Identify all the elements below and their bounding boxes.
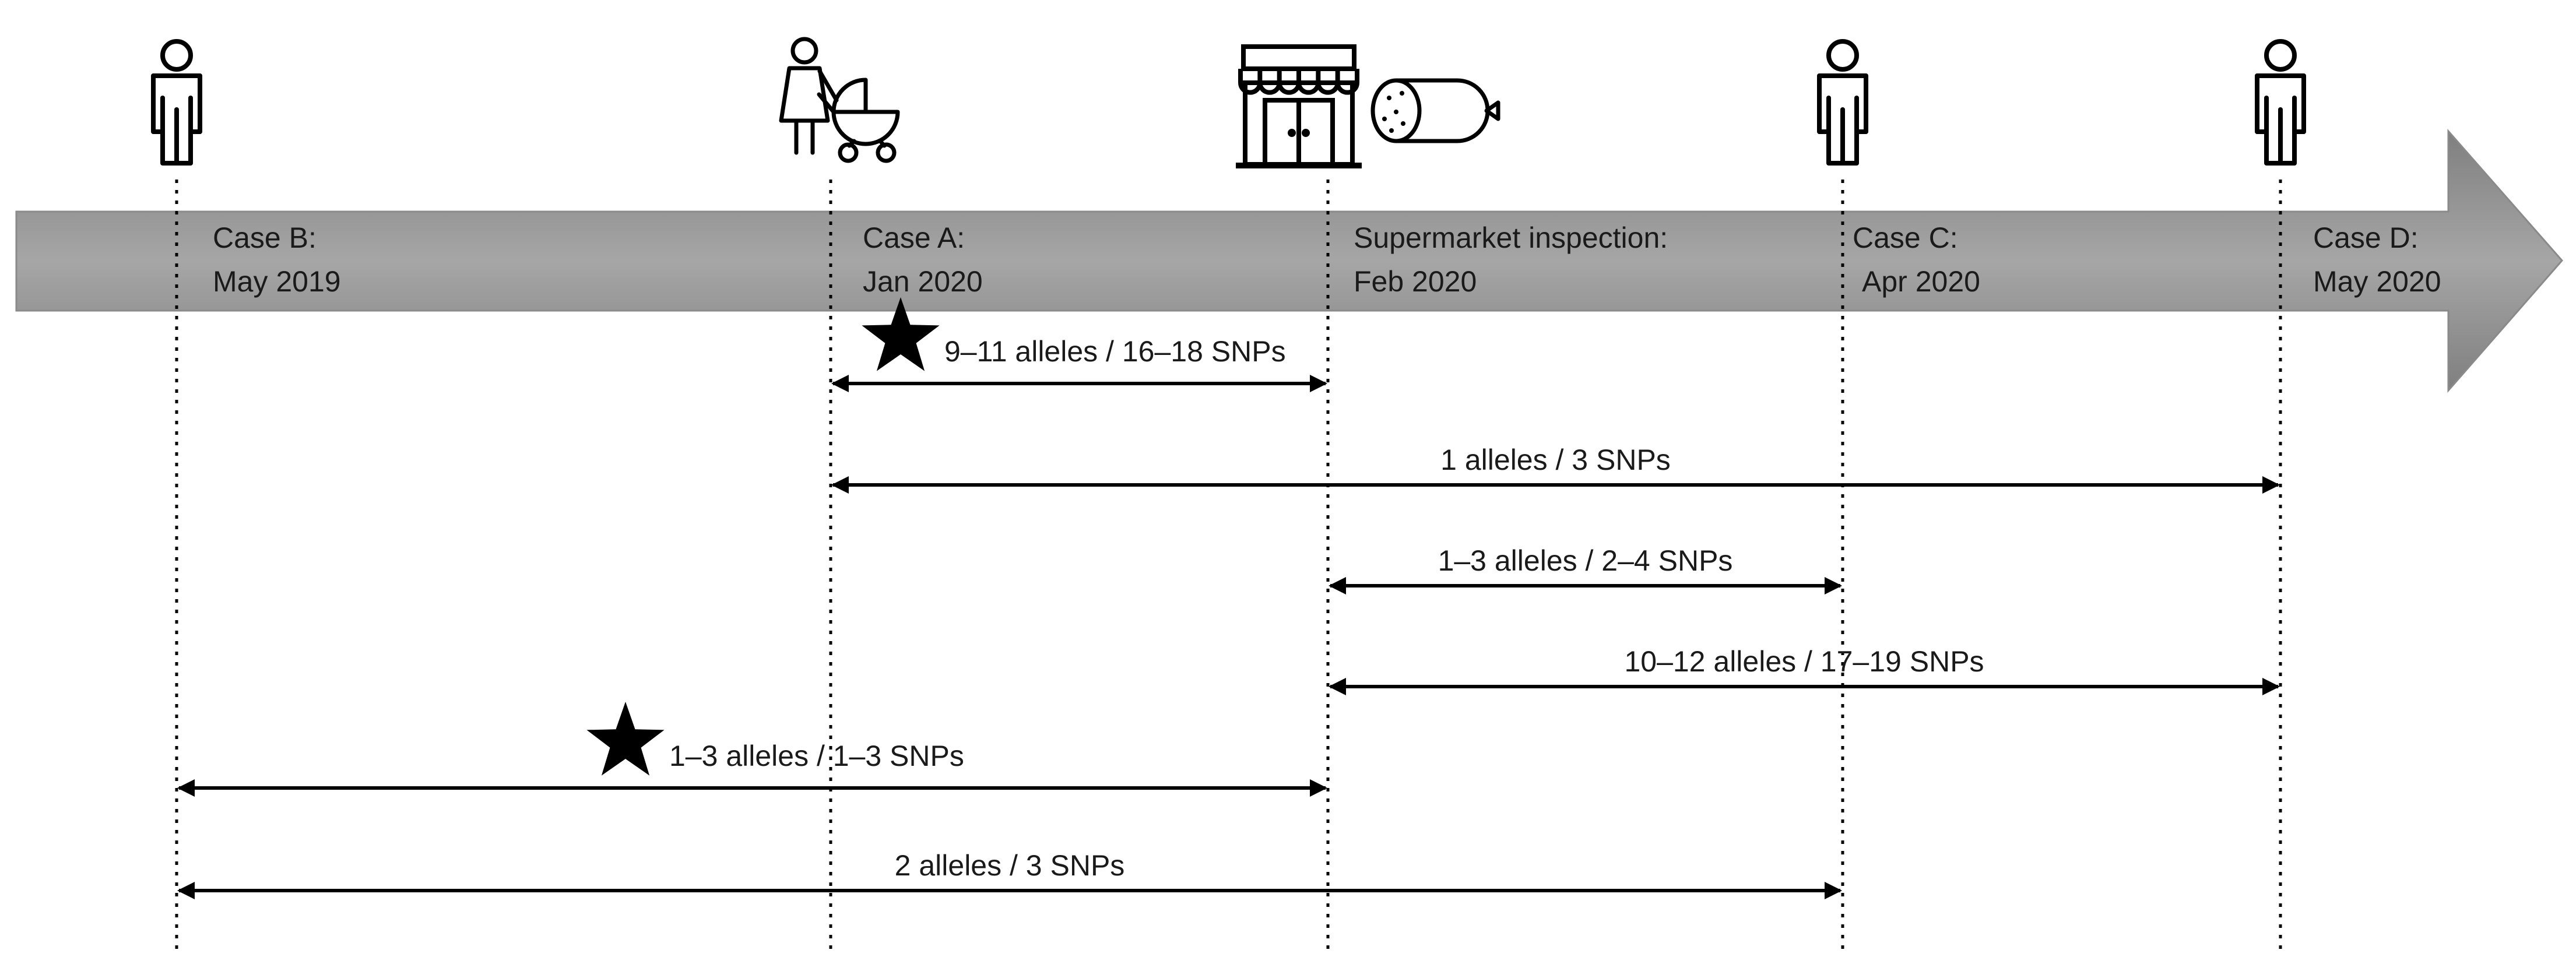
event-label-case-a: Case A: xyxy=(863,221,965,254)
comparison-supermarket-case-d: 10–12 alleles / 17–19 SNPs xyxy=(1329,645,2280,695)
comparison-label: 1 alleles / 3 SNPs xyxy=(1440,444,1671,476)
store-icon xyxy=(1236,44,1362,168)
star-icon xyxy=(586,702,665,776)
comparison-label: 1–3 alleles / 1–3 SNPs xyxy=(669,740,964,772)
comparison-case-b-supermarket: 1–3 alleles / 1–3 SNPs xyxy=(177,702,1327,797)
comparison-label: 10–12 alleles / 17–19 SNPs xyxy=(1624,645,1984,678)
mother-with-stroller-icon xyxy=(779,37,900,163)
timeline-arrow xyxy=(15,129,2563,393)
event-date-case-c: Apr 2020 xyxy=(1862,265,1980,298)
event-date-case-b: May 2019 xyxy=(213,265,341,298)
event-date-case-d: May 2020 xyxy=(2313,265,2441,298)
comparison-case-a-case-d: 1 alleles / 3 SNPs xyxy=(831,444,2280,494)
sausage-icon xyxy=(1370,78,1500,143)
person-icon xyxy=(151,39,202,166)
comparison-supermarket-case-c: 1–3 alleles / 2–4 SNPs xyxy=(1329,544,1842,594)
event-label-case-b: Case B: xyxy=(213,221,317,254)
event-date-case-a: Jan 2020 xyxy=(863,265,983,298)
event-date-supermarket: Feb 2020 xyxy=(1354,265,1477,298)
event-label-case-d: Case D: xyxy=(2313,221,2419,254)
comparison-label: 9–11 alleles / 16–18 SNPs xyxy=(944,335,1286,368)
comparison-case-a-supermarket: 9–11 alleles / 16–18 SNPs xyxy=(831,297,1327,392)
comparison-label: 2 alleles / 3 SNPs xyxy=(895,849,1125,882)
event-label-case-c: Case C: xyxy=(1853,221,1958,254)
person-icon xyxy=(1817,39,1868,166)
comparison-case-b-case-c: 2 alleles / 3 SNPs xyxy=(177,849,1842,899)
star-icon xyxy=(862,297,940,371)
comparison-label: 1–3 alleles / 2–4 SNPs xyxy=(1438,544,1733,577)
person-icon xyxy=(2255,39,2306,166)
event-label-supermarket: Supermarket inspection: xyxy=(1354,221,1668,254)
